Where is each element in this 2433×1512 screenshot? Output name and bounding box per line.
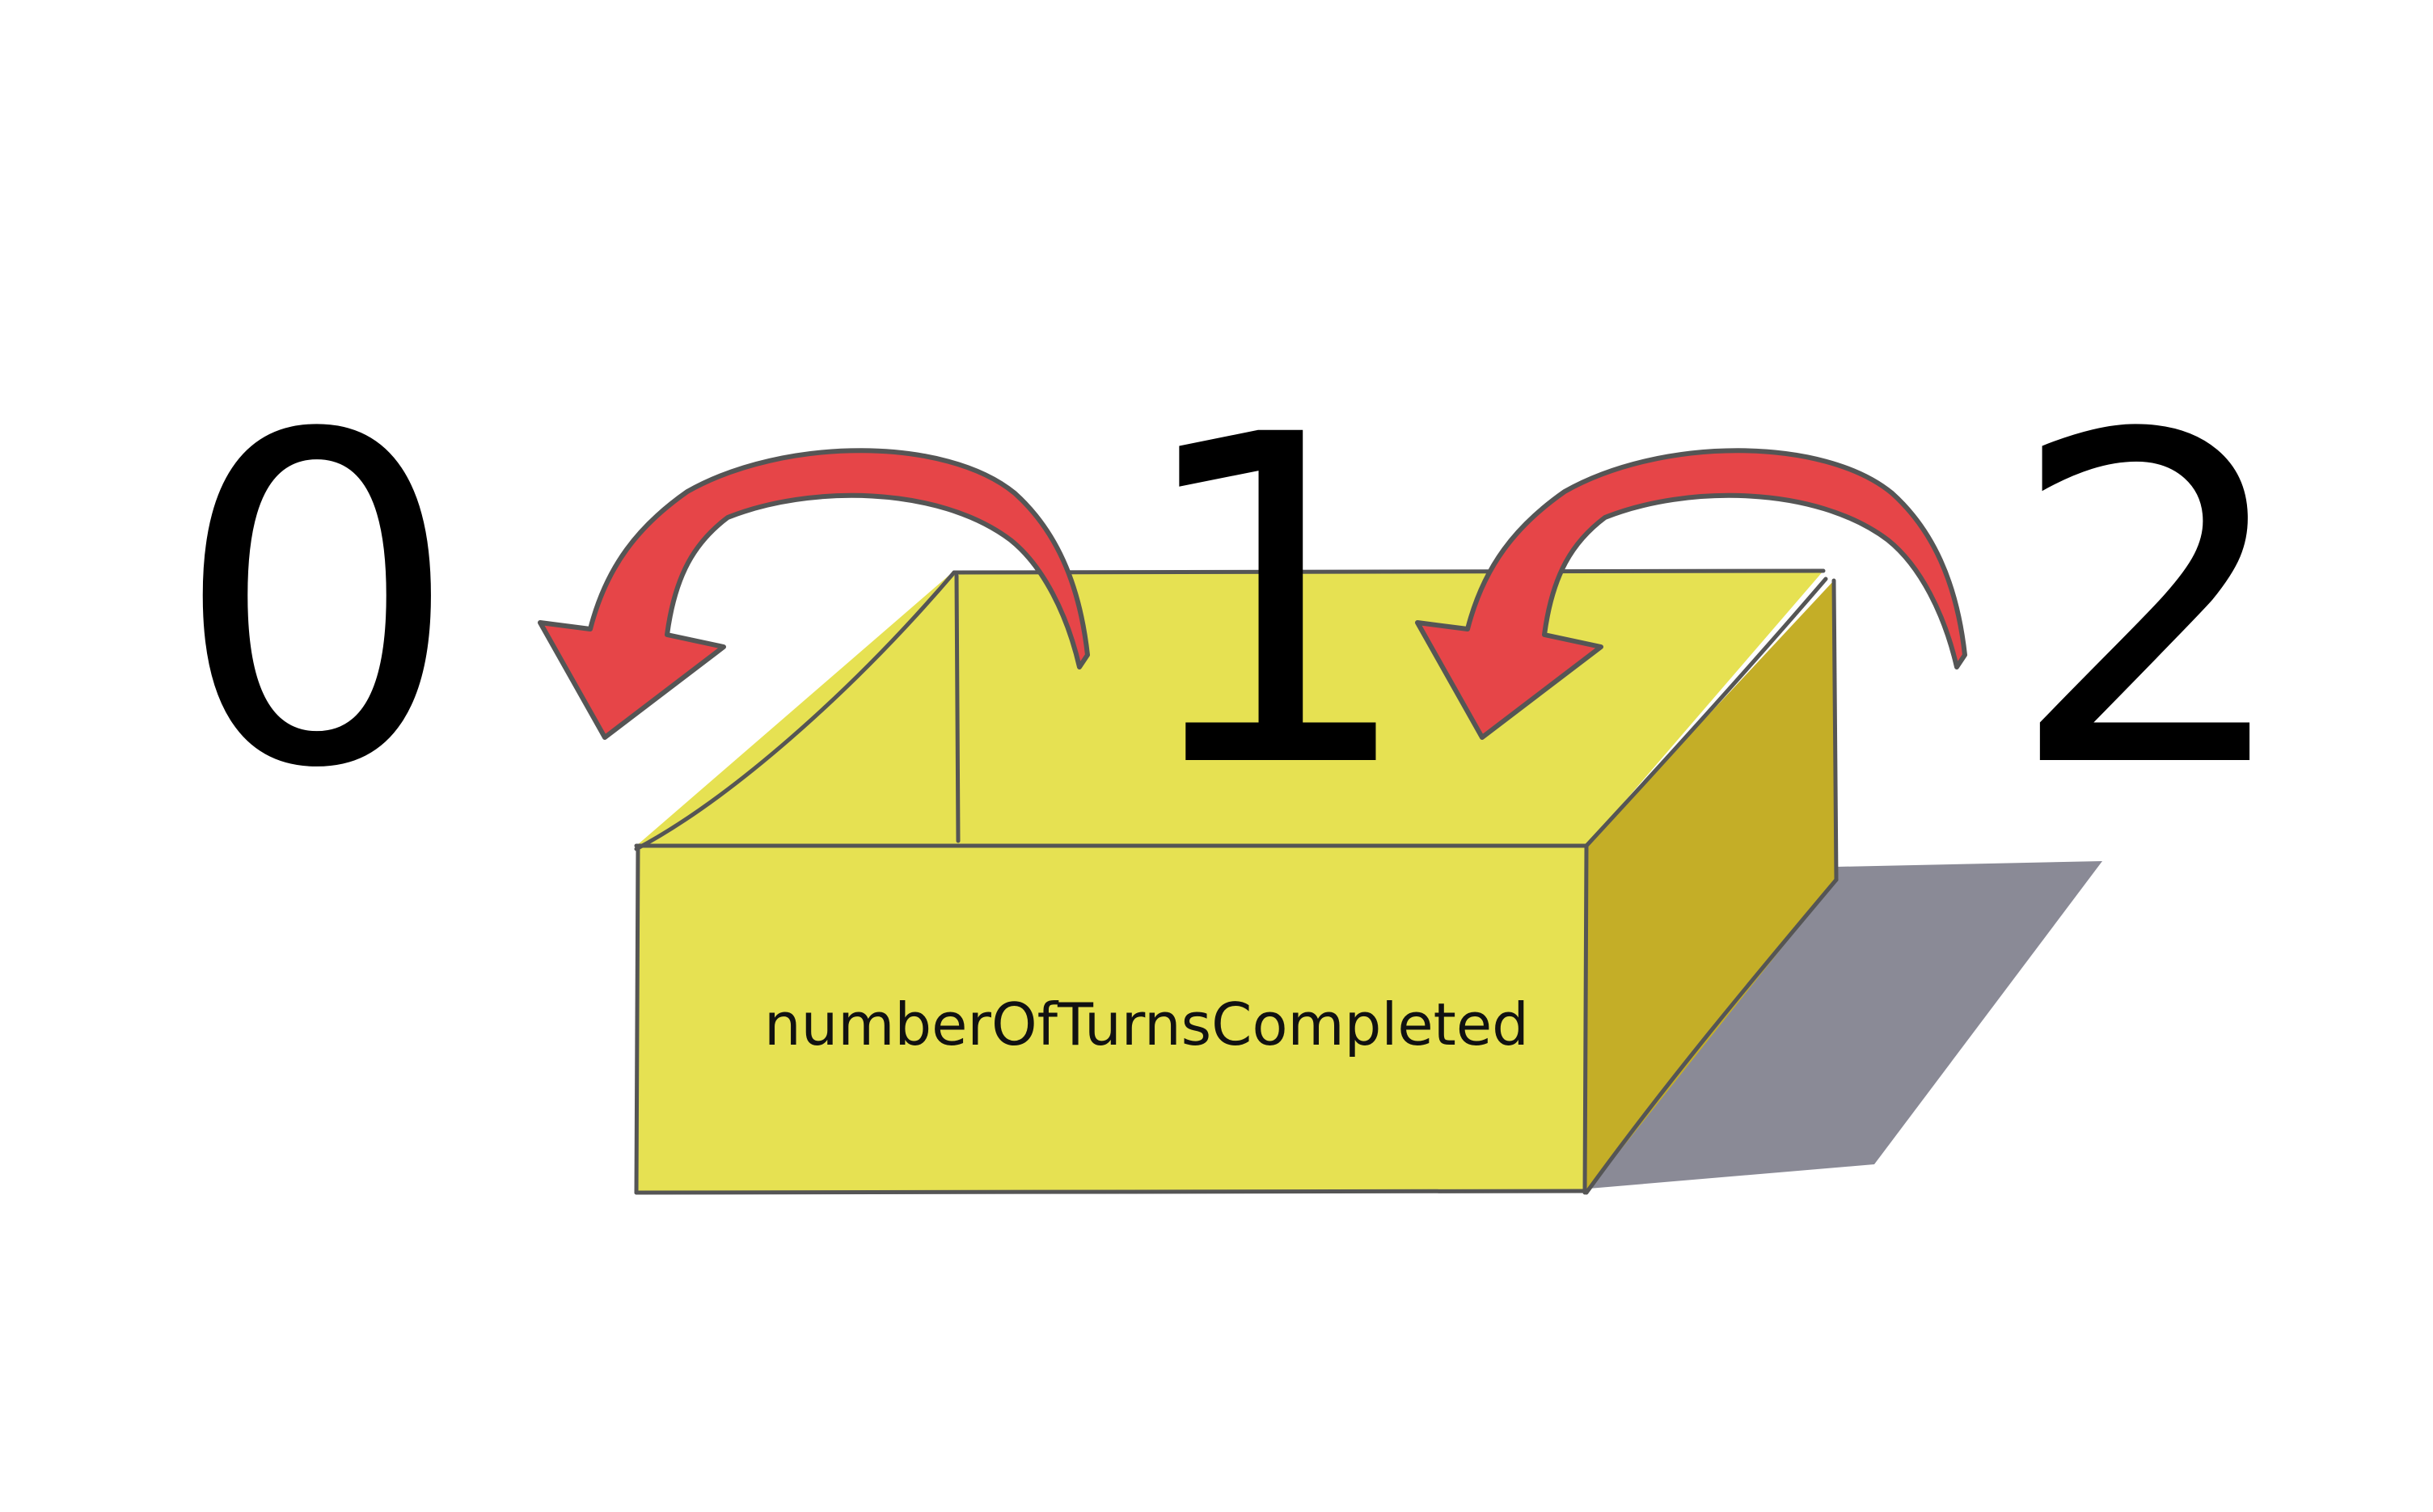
box-shadow bbox=[1589, 861, 2102, 1189]
arrow-1-to-0 bbox=[538, 448, 1090, 740]
number-two: 2 bbox=[2007, 340, 2295, 868]
arrow-2-to-box bbox=[1415, 448, 1967, 740]
box-side-face bbox=[1586, 581, 1836, 1193]
box-front-face bbox=[636, 846, 1586, 1193]
number-zero: 0 bbox=[173, 340, 461, 868]
box-outline bbox=[634, 568, 1839, 1195]
number-one: 1 bbox=[1130, 340, 1417, 868]
box-label: numberOfTurnsCompleted bbox=[764, 990, 1529, 1058]
